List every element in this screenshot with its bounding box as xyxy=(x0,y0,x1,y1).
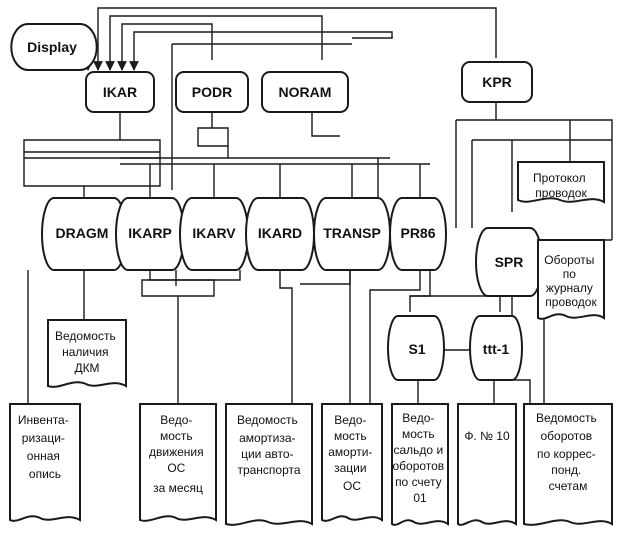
drum-transp-label: TRANSP xyxy=(323,225,381,241)
module-noram: NORAM xyxy=(261,71,349,113)
doc-dkm-text: Ведомость наличия ДКМ xyxy=(55,329,119,375)
module-ikar: IKAR xyxy=(85,71,155,113)
doc-saldo: Ведо- мость сальдо и оборотов по счету 0… xyxy=(391,403,449,526)
doc-dvizhenie: Ведо- мость движения ОС за месяц xyxy=(139,403,217,522)
drum-ikarv: IKARV xyxy=(179,197,249,271)
doc-dvizhenie-text: Ведо- мость движения ОС за месяц xyxy=(149,413,207,495)
doc-amort-os-text: Ведо- мость аморти- зации ОС xyxy=(328,413,376,493)
doc-protokol: Протокол проводок xyxy=(517,161,605,204)
module-noram-label: NORAM xyxy=(279,84,332,100)
doc-oboroty-zhurnal: Обороты по журналу проводок xyxy=(537,239,605,320)
doc-oboroty-zhurnal-text: Обороты по журналу проводок xyxy=(544,253,597,309)
drum-ttt1: ttt-1 xyxy=(469,315,523,381)
module-kpr: KPR xyxy=(461,61,533,103)
drum-transp: TRANSP xyxy=(313,197,391,271)
drum-ikarv-label: IKARV xyxy=(192,225,236,241)
module-ikar-label: IKAR xyxy=(103,84,137,100)
display-node: Display xyxy=(10,23,98,71)
drum-ikard-label: IKARD xyxy=(258,225,302,241)
doc-korresp-text: Ведомость оборотов по коррес- понд. счет… xyxy=(536,411,600,493)
doc-amort-os: Ведо- мость аморти- зации ОС xyxy=(321,403,383,522)
doc-inventar: Инвента- ризаци- онная опись xyxy=(9,403,81,522)
drum-ikarp-label: IKARP xyxy=(128,225,172,241)
drum-dragm: DRAGM xyxy=(41,197,127,271)
drum-s1-label: S1 xyxy=(408,341,425,357)
doc-amort-avto-text: Ведомость амортиза- ции авто- транспорта xyxy=(237,413,301,477)
drum-dragm-label: DRAGM xyxy=(56,225,109,241)
drum-pr86: PR86 xyxy=(389,197,447,271)
doc-amort-avto: Ведомость амортиза- ции авто- транспорта xyxy=(225,403,313,526)
doc-forma10-text: Ф. № 10 xyxy=(464,429,510,443)
doc-dkm: Ведомость наличия ДКМ xyxy=(47,319,127,388)
doc-saldo-text: Ведо- мость сальдо и оборотов по счету 0… xyxy=(392,411,447,505)
drum-pr86-label: PR86 xyxy=(400,225,435,241)
drum-spr-label: SPR xyxy=(495,254,524,270)
module-podr-label: PODR xyxy=(192,84,232,100)
drum-ttt1-label: ttt-1 xyxy=(483,341,510,357)
doc-inventar-text: Инвента- ризаци- онная опись xyxy=(18,413,72,481)
doc-korresp: Ведомость оборотов по коррес- понд. счет… xyxy=(523,403,613,526)
drum-spr: SPR xyxy=(475,227,543,297)
module-podr: PODR xyxy=(175,71,249,113)
display-label: Display xyxy=(27,39,77,55)
module-kpr-label: KPR xyxy=(482,74,512,90)
drum-s1: S1 xyxy=(387,315,445,381)
drum-ikard: IKARD xyxy=(245,197,315,271)
doc-forma10: Ф. № 10 xyxy=(457,403,517,526)
drum-ikarp: IKARP xyxy=(115,197,185,271)
doc-protokol-text: Протокол проводок xyxy=(533,171,589,200)
